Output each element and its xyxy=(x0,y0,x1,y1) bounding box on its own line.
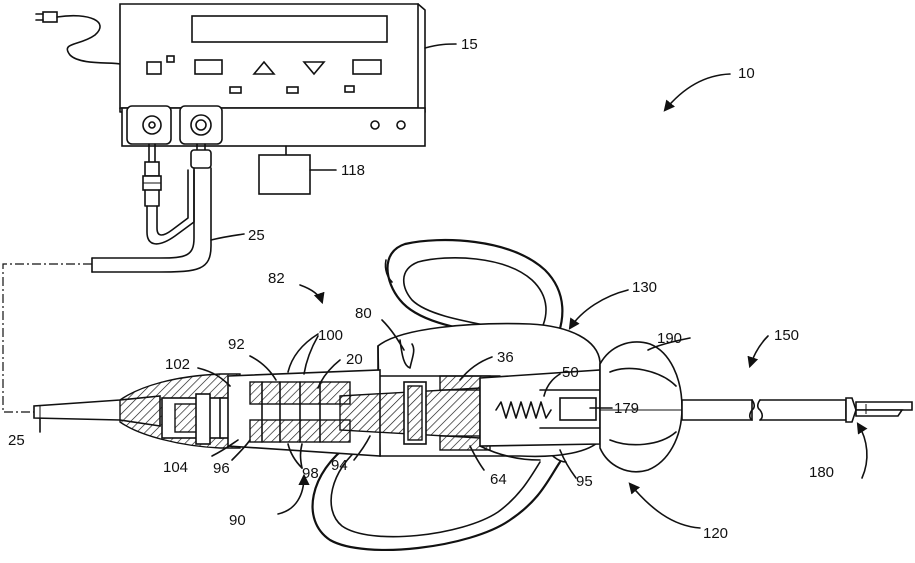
label-179: 179 xyxy=(614,400,639,417)
handpiece-assembly xyxy=(34,240,912,550)
footswitch-box xyxy=(259,146,336,194)
label-10: 10 xyxy=(738,65,755,82)
display-window xyxy=(192,16,387,42)
label-190: 190 xyxy=(657,330,682,347)
power-plug-icon xyxy=(36,12,120,64)
label-25-left: 25 xyxy=(8,432,25,449)
label-92: 92 xyxy=(228,336,245,353)
power-button xyxy=(147,62,161,74)
label-25-upper: 25 xyxy=(248,227,265,244)
label-36: 36 xyxy=(497,349,514,366)
generator-unit xyxy=(36,4,456,146)
label-98: 98 xyxy=(302,465,319,482)
label-94: 94 xyxy=(331,457,348,474)
label-118: 118 xyxy=(341,162,365,179)
label-64: 64 xyxy=(490,471,507,488)
label-80: 80 xyxy=(355,305,372,322)
label-15: 15 xyxy=(461,36,478,53)
label-96: 96 xyxy=(213,460,230,477)
label-102: 102 xyxy=(165,356,190,373)
label-50: 50 xyxy=(562,364,579,381)
mode-button xyxy=(195,60,222,74)
label-180: 180 xyxy=(809,464,834,481)
label-95: 95 xyxy=(576,473,593,490)
label-104: 104 xyxy=(163,459,188,476)
label-120: 120 xyxy=(703,525,728,542)
label-150: 150 xyxy=(774,327,799,344)
label-90: 90 xyxy=(229,512,246,529)
label-82: 82 xyxy=(268,270,285,287)
label-130: 130 xyxy=(632,279,657,296)
label-100: 100 xyxy=(318,327,343,344)
label-20: 20 xyxy=(346,351,363,368)
set-button xyxy=(353,60,381,74)
